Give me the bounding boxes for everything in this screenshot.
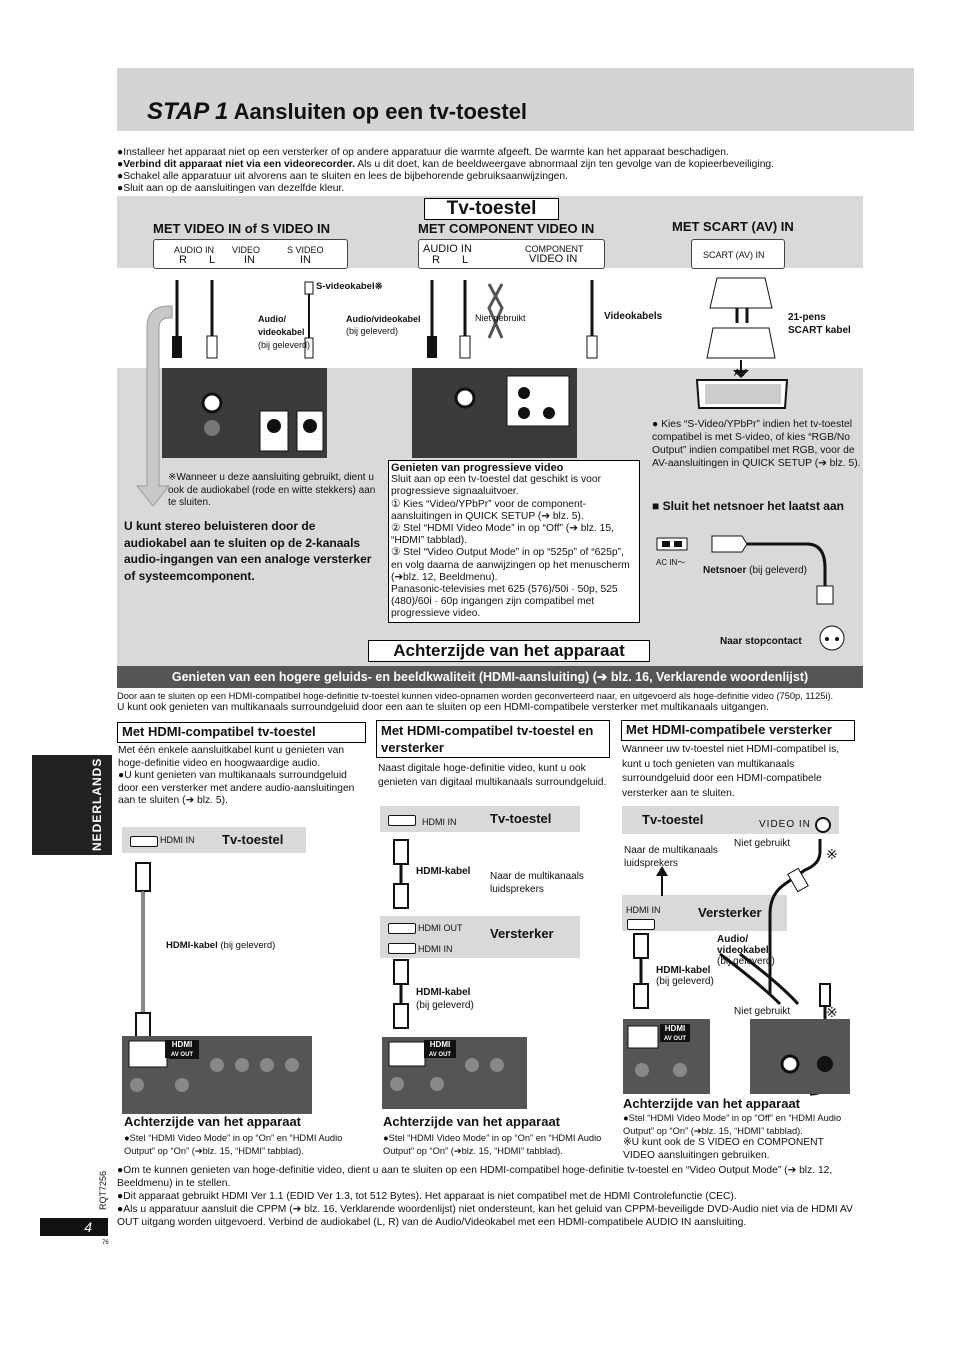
bullet-item: ●Sluit aan op de aansluitingen van dezel…	[117, 183, 345, 194]
tiny-code: 76	[102, 1240, 109, 1246]
hdmi-col3-speakers: Naar de multikanaals luidsprekers	[624, 845, 718, 869]
hdmi-band: Genieten van een hogere geluids- en beel…	[117, 666, 863, 688]
video-cables-label: Videokabels	[604, 311, 663, 322]
progressive-step: ③ Stel “Video Output Mode” in op “525p” …	[391, 547, 630, 583]
hdmi-col3-mark-2: ※	[826, 1004, 838, 1020]
bullet-item: ●Installeer het apparaat niet op een ver…	[117, 147, 729, 158]
not-used-label: Niet gebruikt	[475, 313, 526, 323]
audio-video-cable-label-2: Audio/videokabel(bij geleverd)	[346, 314, 421, 336]
hdmi-col2-heading: Met HDMI-compatibel tv-toestel en verste…	[376, 720, 610, 758]
bullet-item: ●Verbind dit apparaat niet via een video…	[117, 159, 775, 170]
hdmi-col2-back-note: ●Stel “HDMI Video Mode” in op “On” en “H…	[383, 1133, 602, 1156]
hdmi-port-icon	[627, 919, 655, 930]
hdmi-col3-drawing	[623, 839, 850, 1096]
col-scart-title: MET SCART (AV) IN	[672, 219, 794, 234]
hdmi-port-icon	[130, 836, 158, 847]
hdmi-col3-tv: Tv-toestel VIDEO IN	[622, 806, 839, 834]
hdmi-col2-cable2: HDMI-kabel(bij geleverd)	[416, 987, 474, 1011]
page-title: STAP 1 Aansluiten op een tv-toestel	[147, 98, 528, 125]
footer-note: ●Als u apparatuur aansluit die CPPM (➔ b…	[117, 1204, 853, 1228]
progressive-video-box: Genieten van progressieve video Sluit aa…	[388, 460, 640, 623]
model-number: RQT7256	[98, 1170, 108, 1210]
av-label: AV	[734, 368, 747, 379]
svideokabel-label: S-videokabel※	[316, 281, 383, 292]
progressive-title: Genieten van progressieve video	[391, 462, 564, 474]
intro-bullets: ●Installeer het apparaat niet op een ver…	[117, 147, 907, 195]
connection-drawing	[135, 277, 845, 651]
hdmi-col2-amp: HDMI OUT HDMI IN Versterker	[380, 916, 580, 958]
hdmi-col3-not-used: Niet gebruikt	[734, 838, 791, 849]
tv-jack-panel-video: AUDIO IN R L VIDEO IN S VIDEO IN	[153, 239, 348, 269]
hdmi-intro: Door aan te sluiten op een HDMI-compatib…	[117, 691, 834, 713]
footer-notes: ●Om te kunnen genieten van hoge-definiti…	[117, 1164, 867, 1229]
hdmi-col3-av-cable: Audio/videokabel(bij geleverd)	[717, 934, 775, 967]
hdmi-col3-heading: Met HDMI-compatibele versterker	[621, 720, 855, 741]
language-tab: NEDERLANDS	[32, 755, 112, 855]
footer-note: ●Om te kunnen genieten van hoge-definiti…	[117, 1165, 833, 1189]
hdmi-port-icon	[388, 943, 416, 954]
hdmi-col1-tv: HDMI IN Tv-toestel	[122, 827, 306, 853]
hdmi-col2-back: Achterzijde van het apparaat	[383, 1114, 560, 1129]
hdmi-col3-text: Wanneer uw tv-toestel niet HDMI-compatib…	[622, 744, 840, 799]
hdmi-col3-mark: ※	[826, 846, 838, 862]
hdmi-col1-text: Met één enkele aansluitkabel kunt u geni…	[118, 745, 355, 806]
hdmi-col3-back: Achterzijde van het apparaat	[623, 1096, 800, 1111]
hdmi-col1-drawing	[122, 862, 312, 1114]
footnote-svideo: ※Wanneer u deze aansluiting gebruikt, di…	[168, 472, 376, 508]
hdmi-col3-amp: HDMI IN Versterker	[622, 895, 787, 931]
hdmi-col3-cable: HDMI-kabel(bij geleverd)	[656, 965, 714, 987]
hdmi-col2-tv: HDMI IN Tv-toestel	[380, 806, 580, 832]
progressive-intro: Sluit aan op een tv-toestel dat geschikt…	[391, 474, 602, 498]
bullet-item: ●Schakel alle apparatuur uit alvorens aa…	[117, 171, 568, 182]
hdmi-col1-cable: HDMI-kabel (bij geleverd)	[166, 940, 276, 951]
tv-jack-panel-component: AUDIO IN R L COMPONENT VIDEO IN	[418, 239, 605, 269]
back-of-unit-label: Achterzijde van het apparaat	[368, 640, 650, 662]
footer-note: ●Dit apparaat gebruikt HDMI Ver 1.1 (EDI…	[117, 1191, 737, 1202]
page-header: STAP 1 Aansluiten op een tv-toestel	[117, 68, 914, 131]
power-cord-label: Netsnoer (bij geleverd)	[703, 565, 807, 576]
progressive-step: ① Kies “Video/YPbPr” voor de component-a…	[391, 498, 587, 522]
hdmi-col2-cable1: HDMI-kabel	[416, 866, 471, 877]
tv-jack-panel-scart: SCART (AV) IN	[691, 239, 785, 269]
hdmi-port-icon	[388, 923, 416, 934]
hdmi-col3-back-note: ●Stel “HDMI Video Mode” in op “Off” en “…	[623, 1113, 842, 1161]
audio-video-cable-label-1: Audio/videokabel(bij geleverd)	[258, 314, 311, 350]
power-heading: ■ Sluit het netsnoer het laatst aan	[652, 499, 844, 513]
hdmi-col1-back: Achterzijde van het apparaat	[124, 1114, 301, 1129]
scart-note: ● Kies “S-Video/YPbPr” indien het tv-toe…	[652, 419, 861, 469]
progressive-step: ② Stel “HDMI Video Mode” in op “Off” (➔ …	[391, 523, 614, 547]
ac-in-label: AC IN～	[656, 558, 686, 567]
hdmi-col1-heading: Met HDMI-compatibel tv-toestel	[117, 722, 366, 743]
col-video-title: MET VIDEO IN of S VIDEO IN	[153, 221, 330, 236]
hdmi-col3-not-used-2: Niet gebruikt	[734, 1006, 791, 1017]
stereo-note: U kunt stereo beluisteren door de audiok…	[124, 519, 372, 583]
hdmi-port-icon	[388, 815, 416, 826]
tv-label: Tv-toestel	[424, 198, 559, 220]
video-in-jack-icon	[815, 817, 831, 833]
hdmi-col2-drawing	[382, 839, 527, 1109]
hdmi-col1-back-note: ●Stel “HDMI Video Mode” in op “On” en “H…	[124, 1133, 343, 1156]
outlet-label: Naar stopcontact	[720, 636, 802, 647]
progressive-outro: Panasonic-televisies met 625 (576)/50i ·…	[391, 584, 618, 620]
hdmi-col2-speakers: Naar de multikanaals luidsprekers	[490, 871, 584, 895]
hdmi-col2-text: Naast digitale hoge-definitie video, kun…	[378, 763, 607, 788]
page-number: 4	[40, 1218, 108, 1236]
col-component-title: MET COMPONENT VIDEO IN	[418, 221, 595, 236]
